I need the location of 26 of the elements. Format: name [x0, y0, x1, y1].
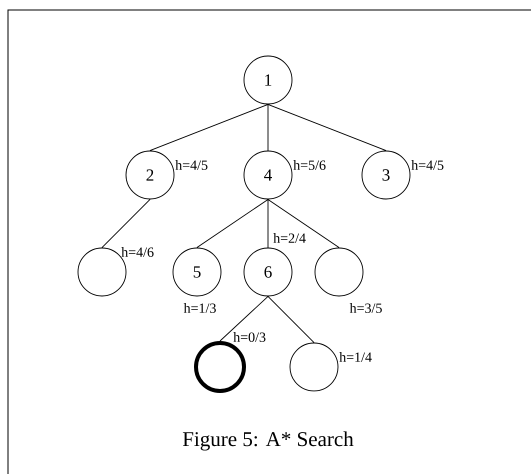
empty-circle-node	[290, 342, 338, 392]
tree-edge	[268, 296, 314, 343]
tree-edge	[268, 104, 386, 151]
heuristic-label: h=4/6	[121, 247, 154, 257]
tree-edge	[196, 199, 268, 248]
heuristic-label: h=1/4	[339, 352, 372, 362]
heuristic-label: h=5/6	[293, 160, 326, 170]
tree-edge	[150, 104, 268, 151]
tree-edge	[220, 296, 268, 342]
heuristic-label: h=3/5	[350, 303, 382, 313]
heuristic-label: h=4/5	[175, 160, 208, 170]
circle-node: 5	[172, 248, 222, 296]
empty-circle-node	[194, 341, 246, 393]
circle-node: 1	[244, 56, 292, 104]
tree-edge	[102, 199, 150, 248]
caption: Figure 5: A* Search	[182, 431, 354, 451]
heuristic-label: h=0/3	[233, 332, 266, 342]
circle-node: 2	[126, 150, 174, 200]
heuristic-label: h=2/4	[273, 233, 306, 243]
empty-circle-node	[314, 248, 364, 296]
heuristic-label: h=1/3	[184, 303, 216, 313]
tree-edge	[268, 199, 340, 248]
circle-node: 3	[362, 150, 410, 200]
circle-node: 6	[244, 248, 292, 296]
circle-node: 4	[244, 150, 292, 200]
heuristic-label: h=4/5	[411, 160, 444, 170]
